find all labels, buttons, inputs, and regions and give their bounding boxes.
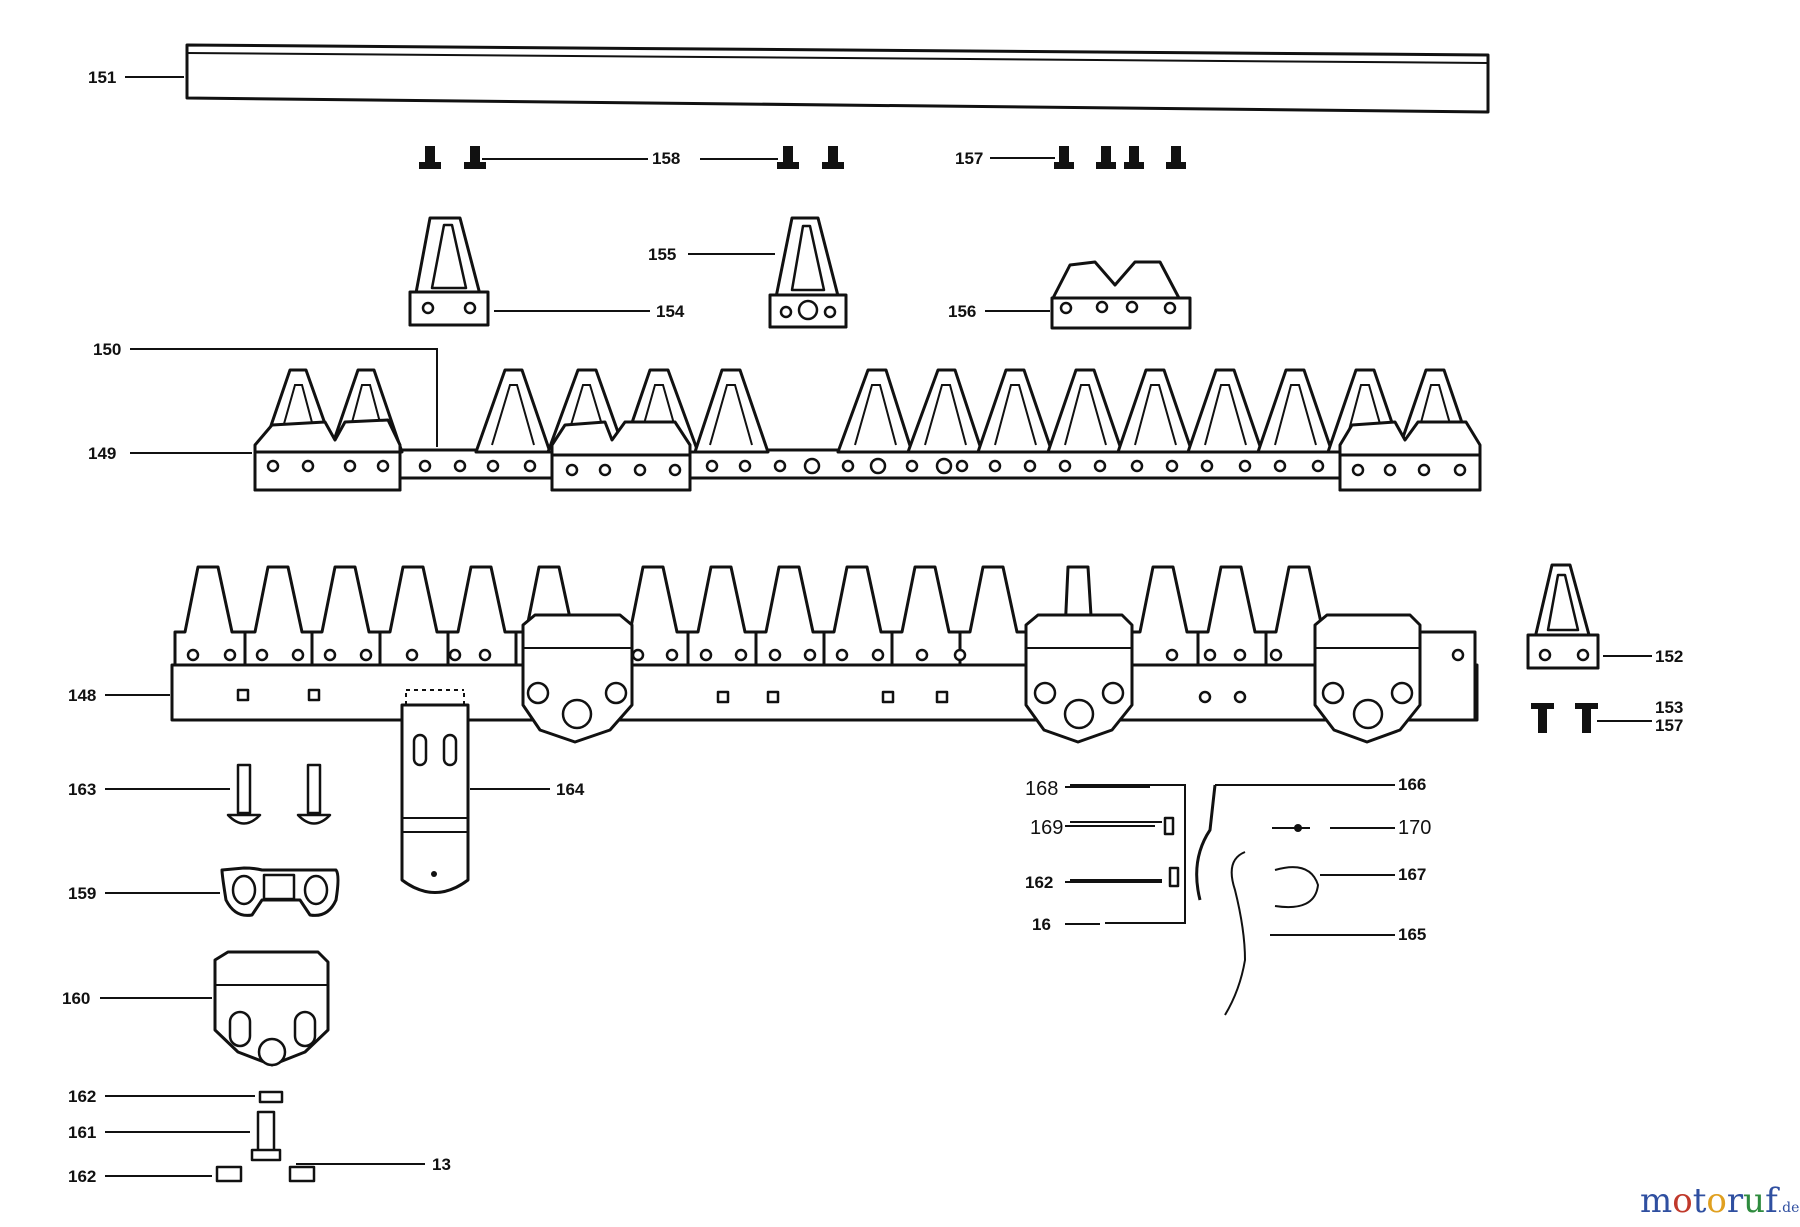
part-149-knife <box>253 368 1482 492</box>
label-150: 150 <box>93 340 121 359</box>
label-170: 170 <box>1398 817 1431 839</box>
part-160-clip-on-bar-2 <box>1024 613 1134 744</box>
part-151-bar <box>185 43 1490 114</box>
part-160-clip <box>213 950 330 1067</box>
label-152: 152 <box>1655 647 1683 666</box>
label-158: 158 <box>652 149 680 168</box>
label-161: 161 <box>68 1123 96 1142</box>
part-164-holder <box>400 689 470 894</box>
part-156-double-section <box>1050 260 1192 330</box>
part-160-clip-on-bar-3 <box>1313 613 1422 744</box>
part-160-clip-on-bar <box>521 613 634 744</box>
label-13: 13 <box>432 1155 451 1174</box>
watermark-logo: motoruf.de <box>1640 1181 1799 1221</box>
label-156: 156 <box>948 302 976 321</box>
label-151: 151 <box>88 68 116 87</box>
part-162-13-nuts <box>215 1165 316 1183</box>
part-148-guard-bar <box>170 565 1479 744</box>
label-154: 154 <box>656 302 685 321</box>
label-162c: 162 <box>1025 873 1053 892</box>
label-148: 148 <box>68 686 96 705</box>
part-153-157-bolts <box>1531 703 1598 733</box>
label-157b: 157 <box>1655 716 1683 735</box>
part-154-section <box>408 216 490 327</box>
label-159: 159 <box>68 884 96 903</box>
label-169: 169 <box>1030 817 1063 839</box>
label-167: 167 <box>1398 865 1426 884</box>
watermark-text: motoruf.de <box>1640 1181 1799 1221</box>
part-157-rivets <box>1054 146 1186 169</box>
label-155: 155 <box>648 245 676 264</box>
label-160: 160 <box>62 989 90 1008</box>
label-16x: 16 <box>1032 915 1051 934</box>
label-163: 163 <box>68 780 96 799</box>
label-153: 153 <box>1655 698 1683 717</box>
part-165-170-assembly <box>1070 784 1320 1016</box>
part-155-section <box>768 216 848 329</box>
label-162a: 162 <box>68 1087 96 1106</box>
part-162-washer <box>258 1090 284 1104</box>
label-164: 164 <box>556 780 585 799</box>
part-161-bolt <box>250 1110 282 1162</box>
label-162b: 162 <box>68 1167 96 1186</box>
part-152-section <box>1526 563 1600 670</box>
label-157: 157 <box>955 149 983 168</box>
label-165: 165 <box>1398 925 1426 944</box>
label-149: 149 <box>88 444 116 463</box>
label-168: 168 <box>1025 778 1058 800</box>
part-163-bolts <box>226 763 332 825</box>
part-158-rivets <box>419 146 844 169</box>
label-166: 166 <box>1398 775 1426 794</box>
part-159-plate <box>220 866 340 917</box>
